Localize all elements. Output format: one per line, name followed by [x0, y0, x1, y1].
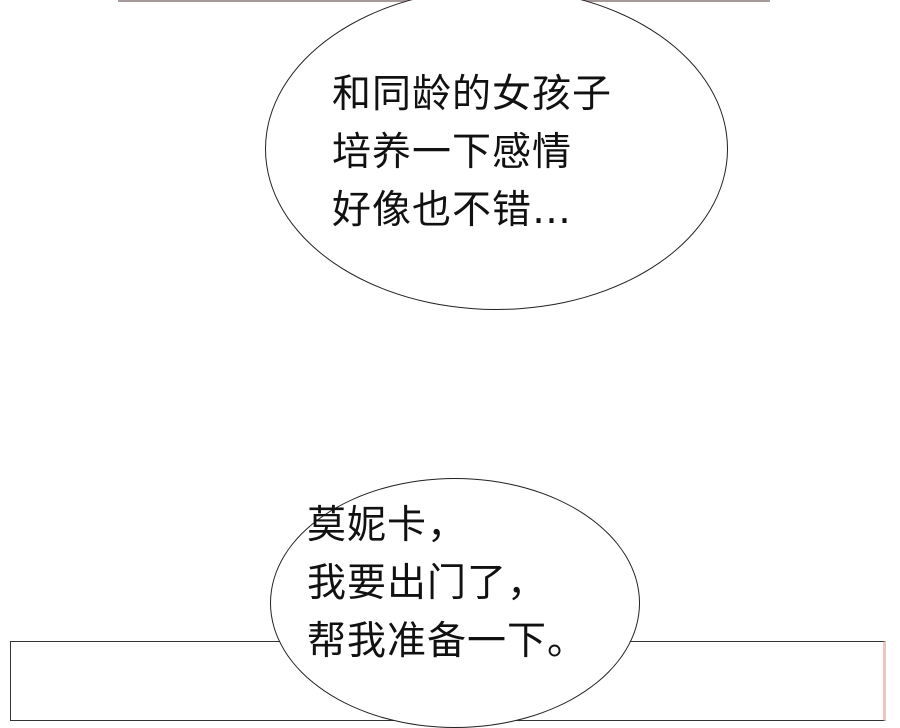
bubble-line: 培养一下感情 [332, 130, 573, 175]
bubble-line: 和同龄的女孩子 [332, 72, 613, 117]
bubble-line: 好像也不错… [332, 188, 573, 233]
speech-bubble-2-text: 莫妮卡， 我要出门了， 帮我准备一下。 [307, 497, 587, 671]
speech-bubble-1 [265, 0, 728, 310]
speech-bubble-1-text: 和同龄的女孩子培养一下感情好像也不错… [332, 66, 612, 240]
bubble-line: 莫妮卡， [307, 503, 468, 548]
bubble-line: 我要出门了， [307, 561, 548, 606]
bubble-line: 帮我准备一下。 [307, 619, 588, 664]
